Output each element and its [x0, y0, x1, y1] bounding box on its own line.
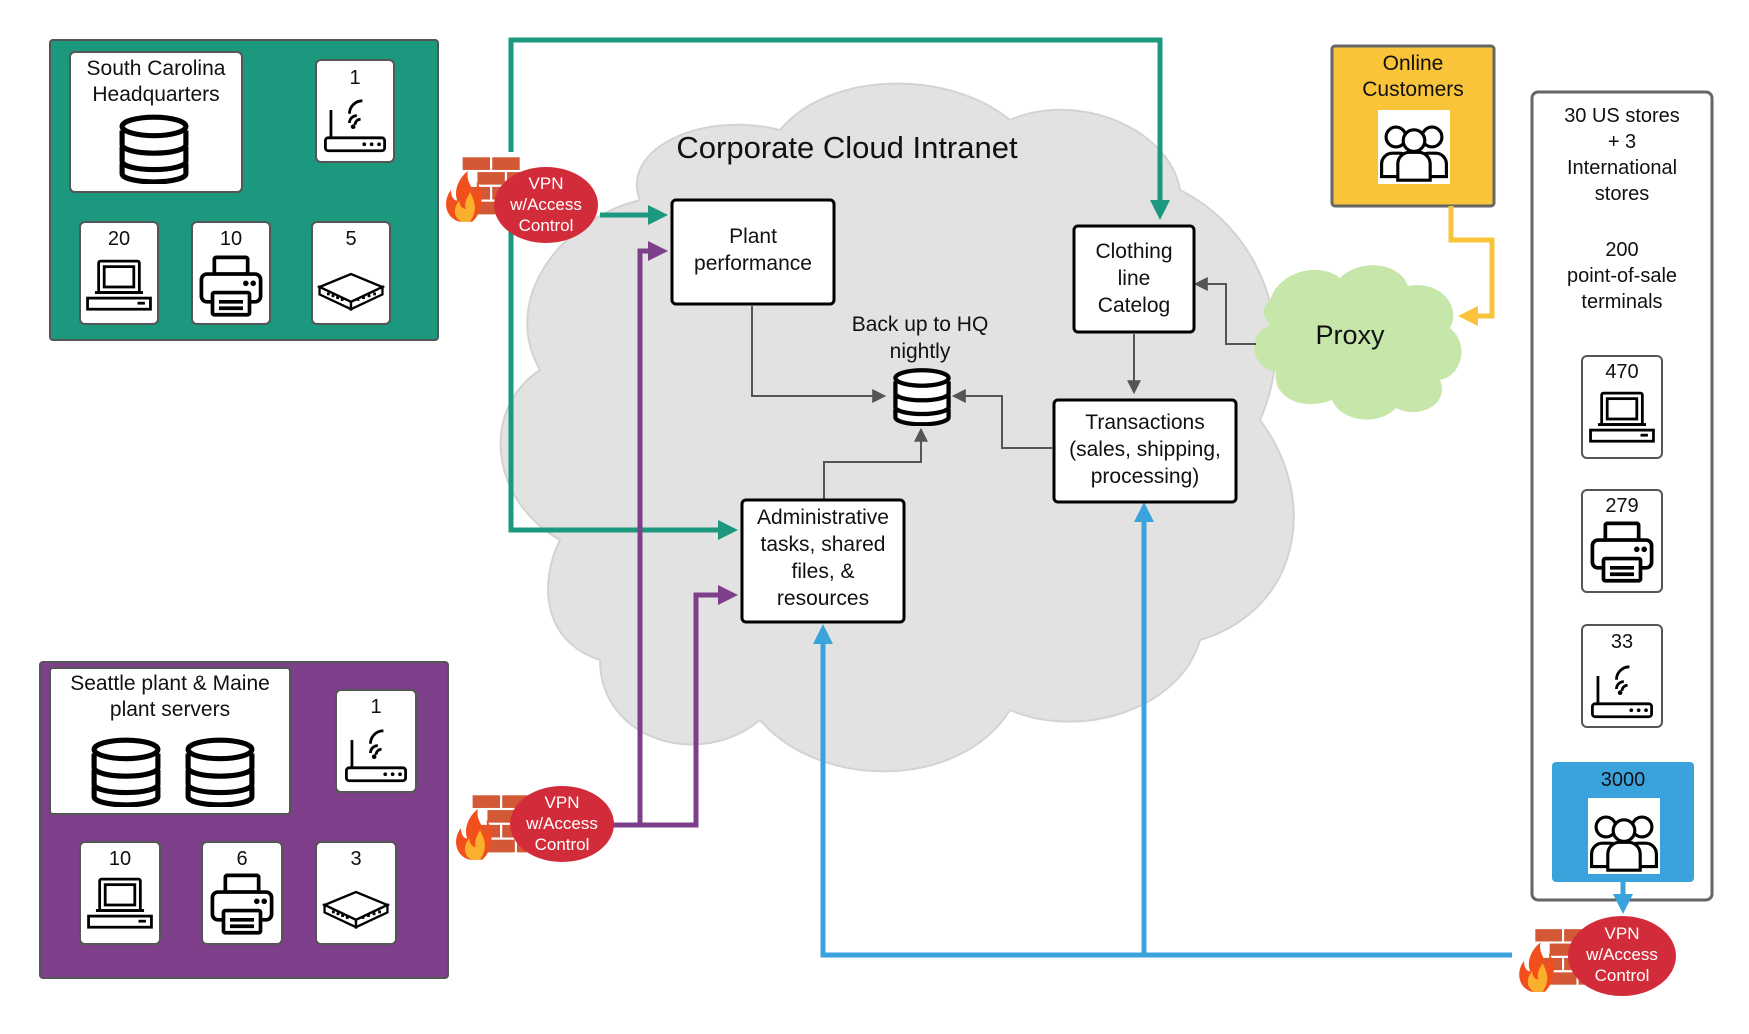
stores-printer-card: 279: [1581, 489, 1663, 593]
vpn-line3: Control: [519, 216, 574, 235]
stores-router-card: 33: [1581, 624, 1663, 728]
admin-to-backup-line: [823, 427, 928, 502]
hq-router-count: 1: [349, 67, 360, 89]
online-line1: Online: [1383, 52, 1444, 75]
plant-performance-line2: performance: [694, 252, 812, 275]
stores-line4: stores: [1595, 183, 1649, 205]
hq-router-card: 1: [315, 59, 395, 163]
database-icon: [188, 740, 252, 805]
stores-line7: terminals: [1581, 291, 1662, 313]
stores-users-card: 3000: [1552, 762, 1694, 882]
vpn-line2: w/Access: [525, 814, 598, 833]
admin-node: Administrative tasks, shared files, & re…: [740, 498, 906, 624]
hq-switch-count: 5: [345, 228, 356, 250]
transactions-line1: Transactions: [1085, 411, 1204, 434]
plant-computer-count: 10: [109, 848, 131, 870]
stores-computer-count: 470: [1605, 361, 1638, 383]
users-icon: [1380, 125, 1448, 182]
online-customers-box: Online Customers: [1330, 44, 1496, 208]
plant-vpn: VPN w/Access Control: [450, 786, 614, 864]
plant-switch-card: 3: [315, 841, 397, 945]
transactions-line2: (sales, shipping,: [1069, 438, 1221, 461]
plant-printer-count: 6: [236, 848, 247, 870]
stores-line1: 30 US stores: [1564, 105, 1680, 127]
transactions-line3: processing): [1091, 465, 1200, 488]
proxy-to-clothing-line: [1193, 277, 1256, 345]
stores-line6: point-of-sale: [1567, 265, 1677, 287]
performance-to-backup-line: [751, 306, 887, 403]
vpn-badge: [510, 786, 614, 862]
vpn-line1: VPN: [529, 174, 564, 193]
transactions-node: Transactions (sales, shipping, processin…: [1052, 398, 1238, 504]
admin-line3: files, &: [791, 560, 854, 583]
vpn-line1: VPN: [545, 793, 580, 812]
plant-router-count: 1: [370, 696, 381, 718]
vpn-line3: Control: [1595, 966, 1650, 985]
plant-router-card: 1: [335, 689, 417, 793]
plant-printer-card: 6: [201, 841, 283, 945]
stores-line3: International: [1567, 157, 1677, 179]
backup-line1: Back up to HQ: [852, 313, 989, 336]
vpn-line1: VPN: [1605, 924, 1640, 943]
database-icon: [122, 117, 186, 182]
database-icon: [94, 740, 158, 805]
vpn-line2: w/Access: [509, 195, 582, 214]
backup-node: Back up to HQ nightly: [852, 313, 989, 424]
plant-title-line2: plant servers: [110, 698, 230, 721]
hq-title-line1: South Carolina: [87, 57, 226, 80]
transactions-to-backup-line: [951, 389, 1052, 449]
hq-computer-card: 20: [79, 221, 159, 325]
stores-line5: 200: [1605, 239, 1638, 261]
plant-connections: [610, 241, 738, 828]
clothing-line1: Clothing: [1095, 240, 1172, 263]
hq-printer-card: 10: [191, 221, 271, 325]
online-to-proxy-line: [1448, 206, 1495, 326]
plant-computer-card: 10: [79, 841, 161, 945]
hq-printer-count: 10: [220, 228, 242, 250]
clothing-line2: line: [1118, 267, 1151, 290]
store-connections: [813, 502, 1633, 958]
online-line2: Customers: [1362, 78, 1464, 101]
vpn-line2: w/Access: [1585, 945, 1658, 964]
stores-printer-count: 279: [1605, 495, 1638, 517]
clothing-catalog-node: Clothing line Catelog: [1072, 224, 1196, 334]
stores-users-count: 3000: [1601, 769, 1646, 791]
backup-line2: nightly: [890, 340, 951, 363]
hq-computer-count: 20: [108, 228, 130, 250]
stores-panel: 30 US stores + 3 International stores 20…: [1530, 90, 1714, 902]
stores-to-admin-line: [813, 624, 1512, 958]
vpn-badge: [1568, 916, 1676, 996]
clothing-line3: Catelog: [1098, 294, 1170, 317]
hq-vpn: VPN w/Access Control: [440, 152, 598, 243]
plant-to-admin-line: [610, 585, 738, 828]
stores-line2: + 3: [1608, 131, 1636, 153]
vpn-line3: Control: [535, 835, 590, 854]
vpn-badge: [494, 167, 598, 243]
database-icon: [895, 370, 948, 424]
proxy-label: Proxy: [1315, 320, 1385, 350]
hq-title-line2: Headquarters: [92, 83, 219, 106]
admin-line2: tasks, shared: [761, 533, 886, 556]
stores-router-count: 33: [1611, 631, 1633, 653]
hq-switch-card: 5: [311, 221, 391, 325]
admin-line4: resources: [777, 587, 869, 610]
admin-line1: Administrative: [757, 506, 889, 529]
stores-computer-card: 470: [1581, 355, 1663, 459]
stores-vpn: VPN w/Access Control: [1512, 916, 1676, 996]
plant-title-line1: Seattle plant & Maine: [70, 672, 270, 695]
plant-switch-count: 3: [350, 848, 361, 870]
cloud-title: Corporate Cloud Intranet: [676, 130, 1018, 165]
proxy-cloud: Proxy: [1254, 265, 1462, 420]
hq-group: South Carolina Headquarters 1 20 10 5: [49, 39, 439, 341]
plant-group: Seattle plant & Maine plant servers 1 10…: [39, 661, 449, 979]
hq-to-clothing-line: [508, 37, 1170, 220]
plant-performance-line1: Plant: [729, 225, 777, 248]
internal-connections: [751, 277, 1256, 502]
plant-performance-node: Plant performance: [670, 198, 836, 306]
users-icon: [1590, 815, 1658, 872]
